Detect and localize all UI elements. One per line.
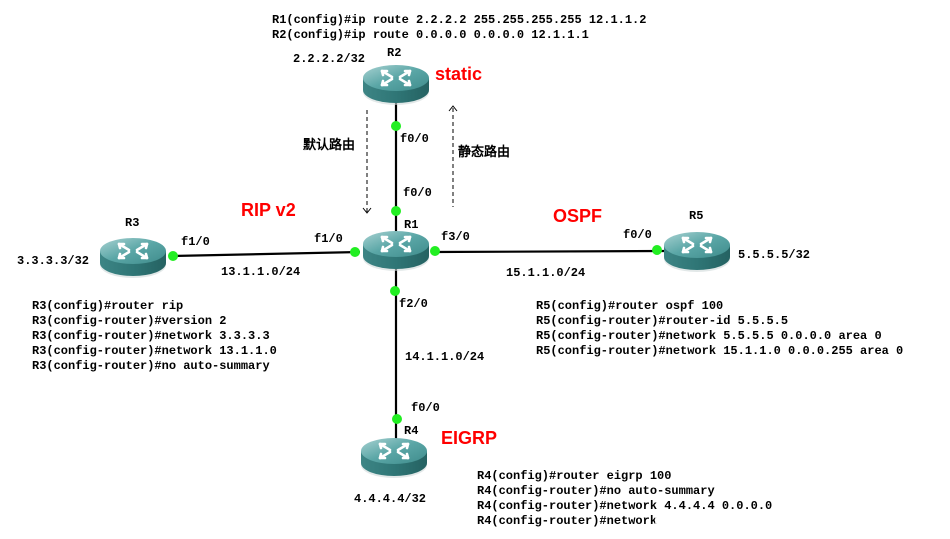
r1-name: R1 [404,218,418,232]
r3-command-line: R3(config-router)#network 13.1.1.0 [32,344,277,358]
r2-name: R2 [387,46,401,60]
r1-f2-0-label: f2/0 [399,297,428,311]
r4-loopback: 4.4.4.4/32 [354,492,426,506]
r3-f1-0-port [168,251,178,261]
r1-f3-0-port [430,246,440,256]
default-route-label: 默认路由 [303,137,355,153]
subnet-r1-r3: 13.1.1.0/24 [221,265,300,279]
r5-f0-0-label: f0/0 [623,228,652,242]
r4-command-line: R4(config-router)#network [477,514,657,528]
r1-f2-0-port [390,286,400,296]
r5-name: R5 [689,209,703,223]
r1-f3-0-label: f3/0 [441,230,470,244]
r5-loopback: 5.5.5.5/32 [738,248,810,262]
r1-f1-0-port [350,247,360,257]
watermark-overlay [655,512,815,528]
r1-f0-0-label: f0/0 [403,186,432,200]
r2-f0-0-label: f0/0 [400,132,429,146]
r2-loopback: 2.2.2.2/32 [293,52,365,66]
r5-f0-0-port [652,245,662,255]
r3-command-line: R3(config-router)#network 3.3.3.3 [32,329,270,343]
r3-command-line: R3(config)#router rip [32,299,183,313]
r4-f0-0-port [392,414,402,424]
r5-config-block: R5(config)#router ospf 100 R5(config-rou… [536,299,903,358]
r4-command-line: R4(config-router)#network 4.4.4.4 0.0.0.… [477,499,772,513]
static-route-arrow [448,105,458,207]
r4-config-block: R4(config)#router eigrp 100 R4(config-ro… [477,469,772,528]
r3-command-line: R3(config-router)#version 2 [32,314,226,328]
r1-static-route-command: R1(config)#ip route 2.2.2.2 255.255.255.… [272,13,646,27]
subnet-r1-r5: 15.1.1.0/24 [506,266,585,280]
static-route-label: 静态路由 [458,144,510,160]
r4-command-line: R4(config-router)#no auto-summary [477,484,715,498]
r2-default-route-command: R2(config)#ip route 0.0.0.0 0.0.0.0 12.1… [272,28,589,42]
router-r1[interactable] [361,229,431,273]
r3-loopback: 3.3.3.3/32 [17,254,89,268]
r2-f0-0-port [391,121,401,131]
protocol-static-label: static [435,64,482,84]
r5-command-line: R5(config-router)#router-id 5.5.5.5 [536,314,788,328]
router-r3[interactable] [98,236,168,280]
r1-f1-0-label: f1/0 [314,232,343,246]
r3-name: R3 [125,216,139,230]
r4-command-line: R4(config)#router eigrp 100 [477,469,671,483]
subnet-r1-r4: 14.1.1.0/24 [405,350,484,364]
router-r5[interactable] [662,230,732,274]
r5-command-line: R5(config-router)#network 15.1.1.0 0.0.0… [536,344,903,358]
protocol-ospf-label: OSPF [553,206,602,226]
r1-f0-0-port [391,206,401,216]
router-r2[interactable] [361,63,431,107]
protocol-eigrp-label: EIGRP [441,428,497,448]
r3-f1-0-label: f1/0 [181,235,210,249]
default-route-arrow [362,110,372,214]
r4-name: R4 [404,424,418,438]
r5-command-line: R5(config-router)#network 5.5.5.5 0.0.0.… [536,329,882,343]
protocol-rip-label: RIP v2 [241,200,296,220]
router-r4[interactable] [359,436,429,480]
r4-f0-0-label: f0/0 [411,401,440,415]
link-r1-r5 [433,249,665,254]
r3-command-line: R3(config-router)#no auto-summary [32,359,270,373]
r5-command-line: R5(config)#router ospf 100 [536,299,723,313]
r3-config-block: R3(config)#router rip R3(config-router)#… [32,299,277,373]
link-r1-r3 [171,250,361,258]
